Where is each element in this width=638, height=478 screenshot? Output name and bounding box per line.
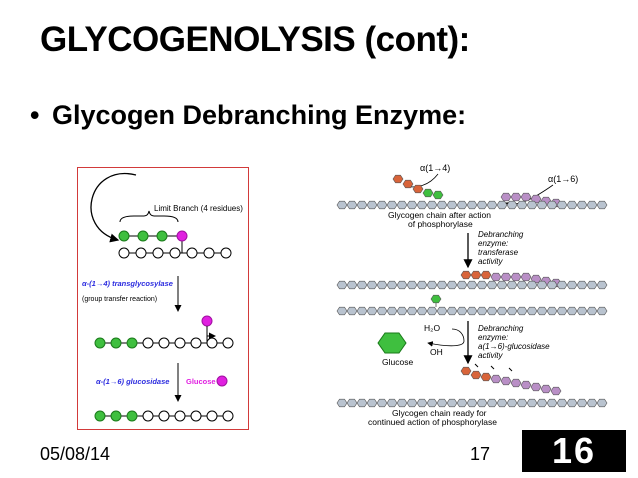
glucosidase-label: α-(1→6) glucosidase [96,377,169,386]
branch-residues-1 [392,174,444,200]
hydroxyl-label: OH [430,347,443,357]
transferase-line2: enzyme: [478,239,508,248]
main-chain-1 [118,247,232,259]
transferase-line3: transferase [478,248,519,257]
transferase-label: α-(1→4) transglycosylase [82,279,173,288]
slide-badge: 16 [522,430,626,472]
glucose-label: Glucose [186,377,216,386]
green-residue [137,230,149,242]
caption-after-line2: of phosphorylase [408,219,473,229]
brace [119,210,179,223]
green-residue [118,230,130,242]
right-diagram: α(1→4) α(1→6) [328,157,618,437]
group-transfer-label: (group transfer reaction) [82,296,157,303]
main-chain-3 [94,410,234,422]
magenta-residue [176,230,188,242]
branch-residues-3 [460,366,562,396]
main-chain-2 [94,337,234,349]
transferase-line1: Debranching [478,230,524,239]
bond-14-label: α(1→4) [420,163,450,173]
bullet-dot: • [30,100,40,130]
left-diagram: Limit Branch (4 residues) α-(1→4) transg… [77,167,249,430]
glucosidase-line3: a(1→6)-glucosidase [478,342,550,351]
glucosidase-line4: activity [478,351,503,360]
caption-ready-line2: continued action of phosphorylase [368,417,497,427]
main-chain-stage-2b [336,306,608,316]
branch-chain [118,230,188,253]
glucose-right-label: Glucose [382,357,413,367]
glucosidase-line1: Debranching [478,324,524,333]
glucose-hexagon [377,332,407,354]
curved-arrow [90,172,137,243]
footer-date: 05/08/14 [40,444,111,464]
bond-16-label: α(1→6) [548,174,578,184]
main-chain-stage-3 [336,398,608,408]
transferase-line4: activity [478,257,503,266]
slide-title: GLYCOGENOLYSIS (cont): [40,20,470,59]
limit-branch-label: Limit Branch (4 residues) [154,204,243,213]
magenta-residue [201,315,213,327]
bullet-text: Glycogen Debranching Enzyme: [52,100,467,130]
caption-after-line1: Glycogen chain after action [388,210,491,220]
magenta-residue [216,375,228,387]
left-diagram-svg: Limit Branch (4 residues) α-(1→4) transg… [82,172,243,422]
bullet-item: • Glycogen Debranching Enzyme: [30,100,466,131]
right-diagram-svg: α(1→4) α(1→6) [336,163,608,427]
caption-ready-line1: Glycogen chain ready for [392,408,487,418]
main-chain-stage-1 [336,200,608,210]
main-chain-stage-2 [336,280,608,290]
page-number: 17 [470,444,491,464]
green-residue [156,230,168,242]
green-residue [430,294,442,304]
water-label: H₂O [424,323,440,333]
glucosidase-line2: enzyme: [478,333,508,342]
